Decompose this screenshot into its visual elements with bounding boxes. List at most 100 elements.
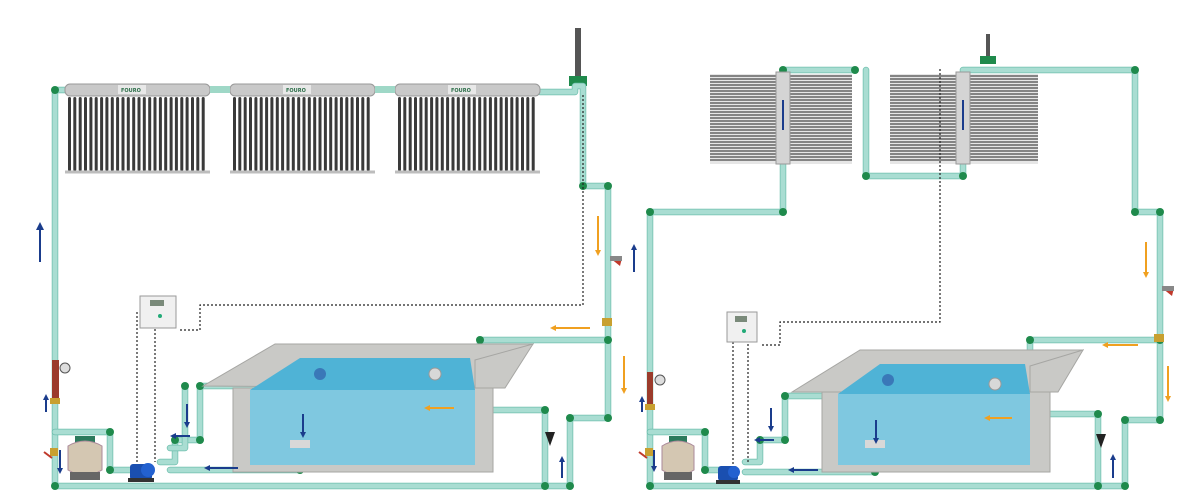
evacuated-tube — [329, 97, 333, 171]
evacuated-tube — [424, 97, 428, 171]
circulation-pump-left — [128, 463, 155, 482]
evacuated-tube — [126, 97, 130, 171]
circulation-pump-right — [716, 466, 740, 484]
evacuated-tube — [526, 97, 530, 171]
air-vent-pipe-right — [986, 34, 990, 58]
evacuated-tube — [350, 97, 354, 171]
evacuated-tube-collectors: FOURO FOURO FOURO — [64, 83, 541, 174]
evacuated-tube — [345, 97, 349, 171]
evacuated-tube — [180, 97, 184, 171]
evacuated-tube — [100, 97, 104, 171]
evacuated-tube — [291, 97, 295, 171]
evacuated-tube — [169, 97, 173, 171]
evacuated-tube — [318, 97, 322, 171]
arrow-left-blue — [204, 465, 238, 471]
arrow-down-orange — [1165, 366, 1171, 402]
evacuated-tube — [408, 97, 412, 171]
evacuated-tube — [521, 97, 524, 171]
evacuated-tube — [94, 97, 98, 171]
arrow-left-orange — [984, 415, 1012, 421]
evacuated-tube — [148, 97, 152, 171]
left-system: FOURO FOURO FOURO — [36, 28, 637, 490]
evacuated-tube — [435, 97, 439, 171]
collector-1: FOURO — [64, 83, 211, 174]
pressure-gauge-left — [50, 360, 71, 404]
collector-3: FOURO — [394, 83, 541, 174]
evacuated-tube — [414, 97, 417, 171]
arrow-up-blue — [36, 222, 44, 262]
arrow-up-blue — [1110, 454, 1116, 478]
check-valve-left — [545, 256, 622, 446]
evacuated-tube — [132, 97, 136, 171]
arrow-down-blue — [873, 420, 879, 444]
arrow-down-orange — [595, 216, 601, 256]
evacuated-tube — [265, 97, 269, 171]
collector-2: FOURO — [229, 83, 376, 174]
arrow-left-orange — [1102, 342, 1138, 348]
evacuated-tube — [164, 97, 168, 171]
evacuated-tube — [105, 97, 109, 171]
evacuated-tube — [478, 97, 482, 171]
evacuated-tube — [153, 97, 157, 171]
flat-absorber-panels — [710, 71, 1038, 165]
controller-right — [726, 68, 941, 470]
evacuated-tube — [137, 97, 141, 171]
ball-valve-right — [638, 334, 1164, 459]
evacuated-tube — [323, 97, 327, 171]
panel-1 — [710, 71, 852, 165]
evacuated-tube — [483, 97, 487, 171]
evacuated-tube — [201, 97, 205, 171]
right-system — [638, 34, 1174, 490]
evacuated-tube — [73, 97, 77, 171]
evacuated-tube — [339, 97, 343, 171]
check-valve-right — [1096, 286, 1174, 448]
evacuated-tube — [307, 97, 311, 171]
arrow-down-orange — [1143, 242, 1149, 278]
evacuated-tube — [515, 97, 519, 171]
controller-left — [136, 95, 584, 470]
arrow-left-blue — [754, 437, 774, 443]
evacuated-tube — [270, 97, 274, 171]
svg-text:FOURO: FOURO — [121, 88, 141, 94]
evacuated-tube — [456, 97, 460, 171]
evacuated-tube — [174, 97, 178, 171]
evacuated-tube — [297, 97, 301, 171]
evacuated-tube — [254, 97, 258, 171]
evacuated-tube — [68, 97, 71, 171]
arrow-left-blue — [788, 467, 818, 473]
evacuated-tube — [430, 97, 434, 171]
evacuated-tube — [313, 97, 317, 171]
evacuated-tube — [84, 97, 87, 171]
evacuated-tube — [302, 97, 306, 171]
arrow-down-blue — [184, 404, 190, 428]
left-flow-arrows — [36, 216, 637, 478]
evacuated-tube — [403, 97, 407, 171]
svg-text:FOURO: FOURO — [286, 88, 306, 94]
evacuated-tube — [446, 97, 450, 171]
pressure-gauge-right — [645, 372, 666, 410]
evacuated-tube — [249, 97, 252, 171]
air-vent-pipe-left — [575, 28, 581, 80]
evacuated-tube — [467, 97, 471, 171]
evacuated-tube — [499, 97, 503, 171]
evacuated-tube — [191, 97, 194, 171]
evacuated-tube — [142, 97, 146, 171]
evacuated-tube — [185, 97, 189, 171]
evacuated-tube — [398, 97, 401, 171]
evacuated-tube — [196, 97, 200, 171]
evacuated-tube — [451, 97, 455, 171]
evacuated-tube — [356, 97, 359, 171]
evacuated-tube — [121, 97, 125, 171]
arrow-left-blue — [170, 433, 190, 439]
evacuated-tube — [510, 97, 514, 171]
arrow-down-blue — [57, 450, 63, 474]
arrow-left-orange — [424, 405, 454, 411]
evacuated-tube — [110, 97, 114, 171]
evacuated-tube — [259, 97, 263, 171]
evacuated-tube — [78, 97, 82, 171]
arrow-up-blue — [631, 244, 637, 272]
evacuated-tube — [531, 97, 535, 171]
evacuated-tube — [494, 97, 498, 171]
svg-text:FOURO: FOURO — [451, 88, 471, 94]
